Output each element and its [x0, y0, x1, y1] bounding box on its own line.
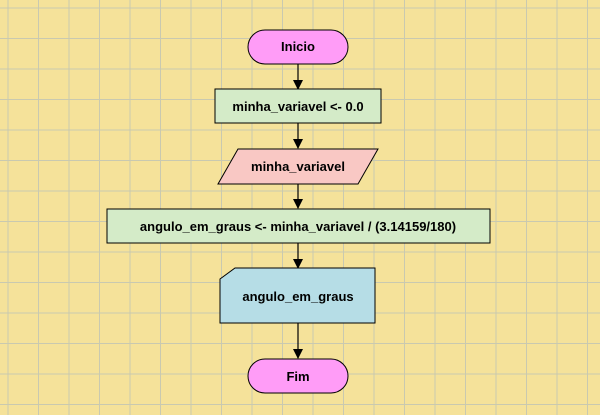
conversion-process-label: angulo_em_graus <- minha_variavel / (3.1…	[140, 219, 456, 234]
start-terminal-label: Inicio	[281, 39, 315, 54]
conversion-process[interactable]: angulo_em_graus <- minha_variavel / (3.1…	[106, 208, 491, 244]
end-terminal[interactable]: Fim	[247, 358, 349, 394]
output-write-shape	[219, 267, 376, 324]
assignment-process[interactable]: minha_variavel <- 0.0	[214, 88, 382, 124]
output-write-label: angulo_em_graus	[242, 289, 353, 304]
input-read-label: minha_variavel	[251, 159, 345, 174]
start-terminal[interactable]: Inicio	[247, 29, 349, 65]
assignment-process-label: minha_variavel <- 0.0	[232, 99, 363, 114]
input-read-node[interactable]: minha_variavel	[217, 148, 379, 185]
input-read-shape	[217, 148, 379, 185]
assignment-process-shape	[214, 88, 382, 124]
output-write-node[interactable]: angulo_em_graus	[219, 267, 376, 324]
end-terminal-label: Fim	[286, 369, 309, 384]
conversion-process-shape	[106, 208, 491, 244]
end-terminal-shape	[247, 358, 349, 394]
start-terminal-shape	[247, 29, 349, 65]
